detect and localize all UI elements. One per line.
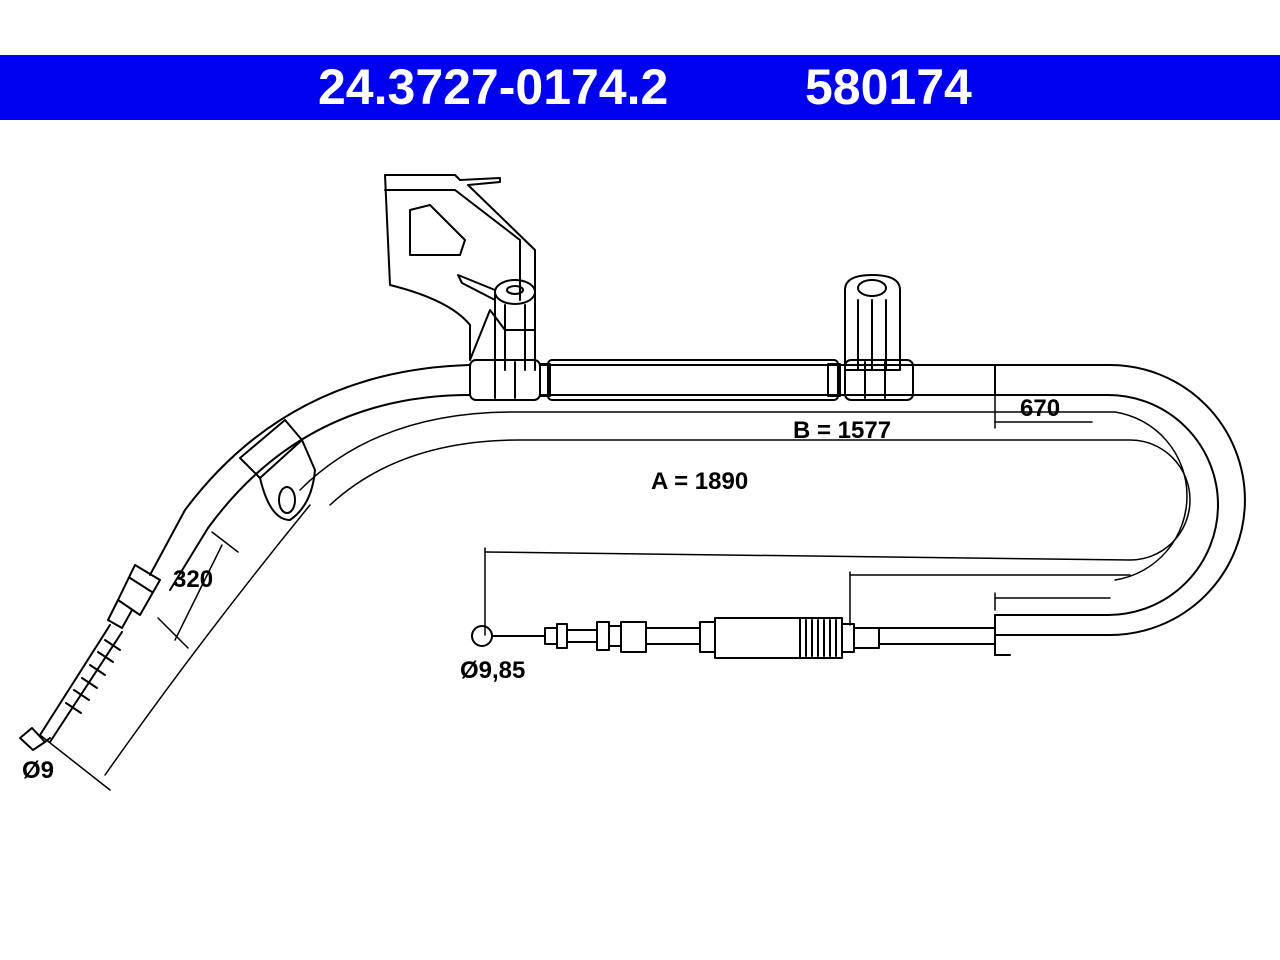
dim-320-label: 320 <box>173 566 213 593</box>
part-number: 24.3727-0174.2 <box>318 59 669 115</box>
dim-b-label: B = 1577 <box>793 417 891 444</box>
right-end-fitting <box>471 617 996 659</box>
dim-end-diameter-label: Ø9 <box>22 757 54 784</box>
dim-670-label: 670 <box>1020 395 1060 422</box>
dim-a-label: A = 1890 <box>651 468 748 495</box>
dimension-lines <box>39 391 1191 791</box>
mounting-bracket <box>384 174 536 361</box>
bend-holder <box>239 419 316 521</box>
rigid-tube <box>539 359 841 401</box>
retaining-clip-2 <box>844 274 914 401</box>
dim-nipple-diameter-label: Ø9,85 <box>460 657 525 684</box>
left-end-fitting <box>19 509 209 751</box>
header-bar: 24.3727-0174.2 580174 <box>0 55 1280 120</box>
retaining-clip-1 <box>457 274 541 401</box>
reference-number: 580174 <box>805 59 972 115</box>
cable-sheath <box>184 364 1246 656</box>
